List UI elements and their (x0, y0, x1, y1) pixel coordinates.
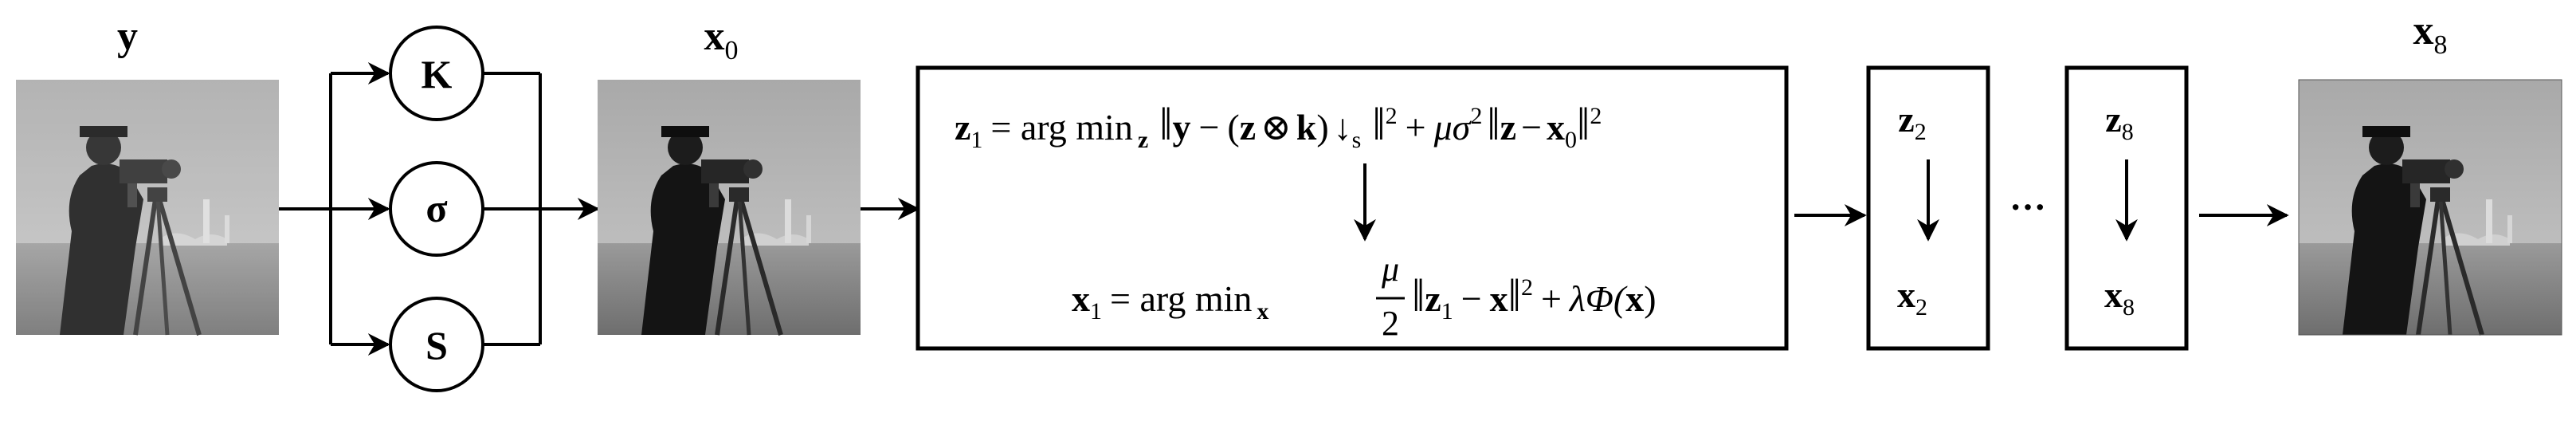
stage8-z: z8 (2105, 99, 2133, 145)
init-image-label: x0 (704, 14, 739, 65)
estimator-sigma: σ (389, 161, 484, 257)
init-image (598, 80, 861, 335)
frac-numerator: μ (1381, 250, 1399, 289)
svg-text:K: K (421, 52, 453, 96)
input-image (16, 80, 279, 335)
stage2-x: x2 (1897, 274, 1927, 321)
x-update-equation-right: ‖z1−x‖2+λΦ(x) (1412, 270, 1657, 325)
ellipsis: ··· (2009, 187, 2046, 227)
svg-text:S: S (425, 323, 448, 368)
estimator-K: K (389, 26, 484, 121)
estimator-S: S (389, 297, 484, 392)
output-image (2299, 80, 2562, 335)
stage2-z: z2 (1898, 99, 1926, 145)
input-image-label: y (117, 14, 138, 59)
output-image-label: x8 (2413, 8, 2448, 60)
stage8-x: x8 (2104, 274, 2135, 321)
stage1-box (916, 65, 1789, 351)
svg-text:σ: σ (425, 186, 447, 230)
frac-denominator: 2 (1382, 304, 1399, 343)
